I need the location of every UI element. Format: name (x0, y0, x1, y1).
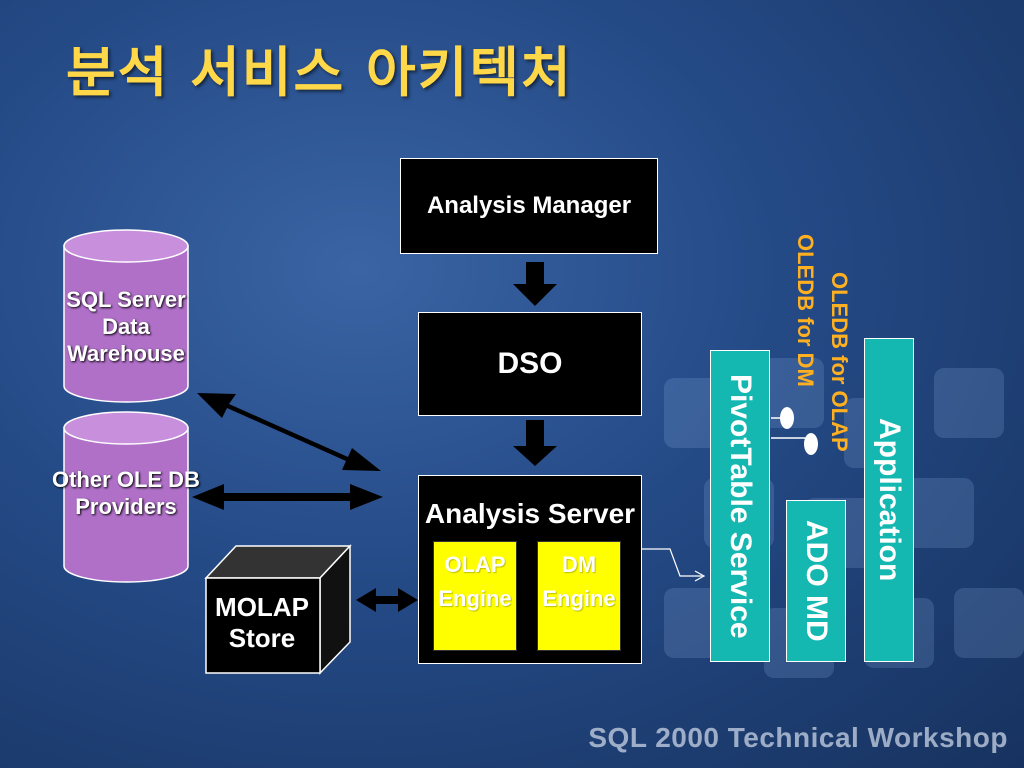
arrow-dso-to-as (513, 420, 557, 466)
sql-server-dw-cylinder (63, 229, 189, 403)
sql-server-dw-label: SQL Server Data Warehouse (66, 287, 186, 366)
oledb-olap-connector (771, 407, 794, 429)
oledb-dm-label: OLEDB for DM (793, 234, 818, 387)
ado-md-bar: ADO MD (786, 500, 846, 662)
oledb-dm-connector (771, 433, 818, 455)
other-oledb-label: Other OLE DB Providers (52, 467, 200, 519)
ado-md-label: ADO MD (800, 520, 833, 642)
olap-engine-box: OLAP Engine (433, 541, 517, 651)
slide-title: 분석 서비스 아키텍처 (66, 41, 573, 104)
dm-engine-box: DM Engine (537, 541, 621, 651)
dso-label: DSO (497, 347, 563, 380)
application-bar: Application (864, 338, 914, 662)
analysis-server-label: Analysis Server (424, 498, 636, 529)
application-label: Application (873, 418, 906, 582)
connector-as-to-pivot (642, 548, 706, 582)
arrow-sqldw-to-as (197, 393, 381, 471)
molap-store-cube (204, 544, 352, 675)
analysis-manager-label: Analysis Manager (426, 192, 632, 219)
dso-box: DSO (418, 312, 642, 416)
molap-store-label: MOLAP Store (215, 592, 309, 653)
analysis-manager-box: Analysis Manager (400, 158, 658, 254)
pivottable-service-label: PivotTable Service (724, 373, 757, 639)
arrow-am-to-dso (513, 262, 557, 306)
arrow-molap-to-as (356, 588, 418, 612)
oledb-olap-label: OLEDB for OLAP (827, 272, 852, 452)
pivottable-service-bar: PivotTable Service (710, 350, 770, 662)
arrow-oledb-to-as (192, 484, 383, 510)
footer-text: SQL 2000 Technical Workshop (588, 722, 1008, 753)
other-oledb-cylinder (63, 411, 189, 583)
